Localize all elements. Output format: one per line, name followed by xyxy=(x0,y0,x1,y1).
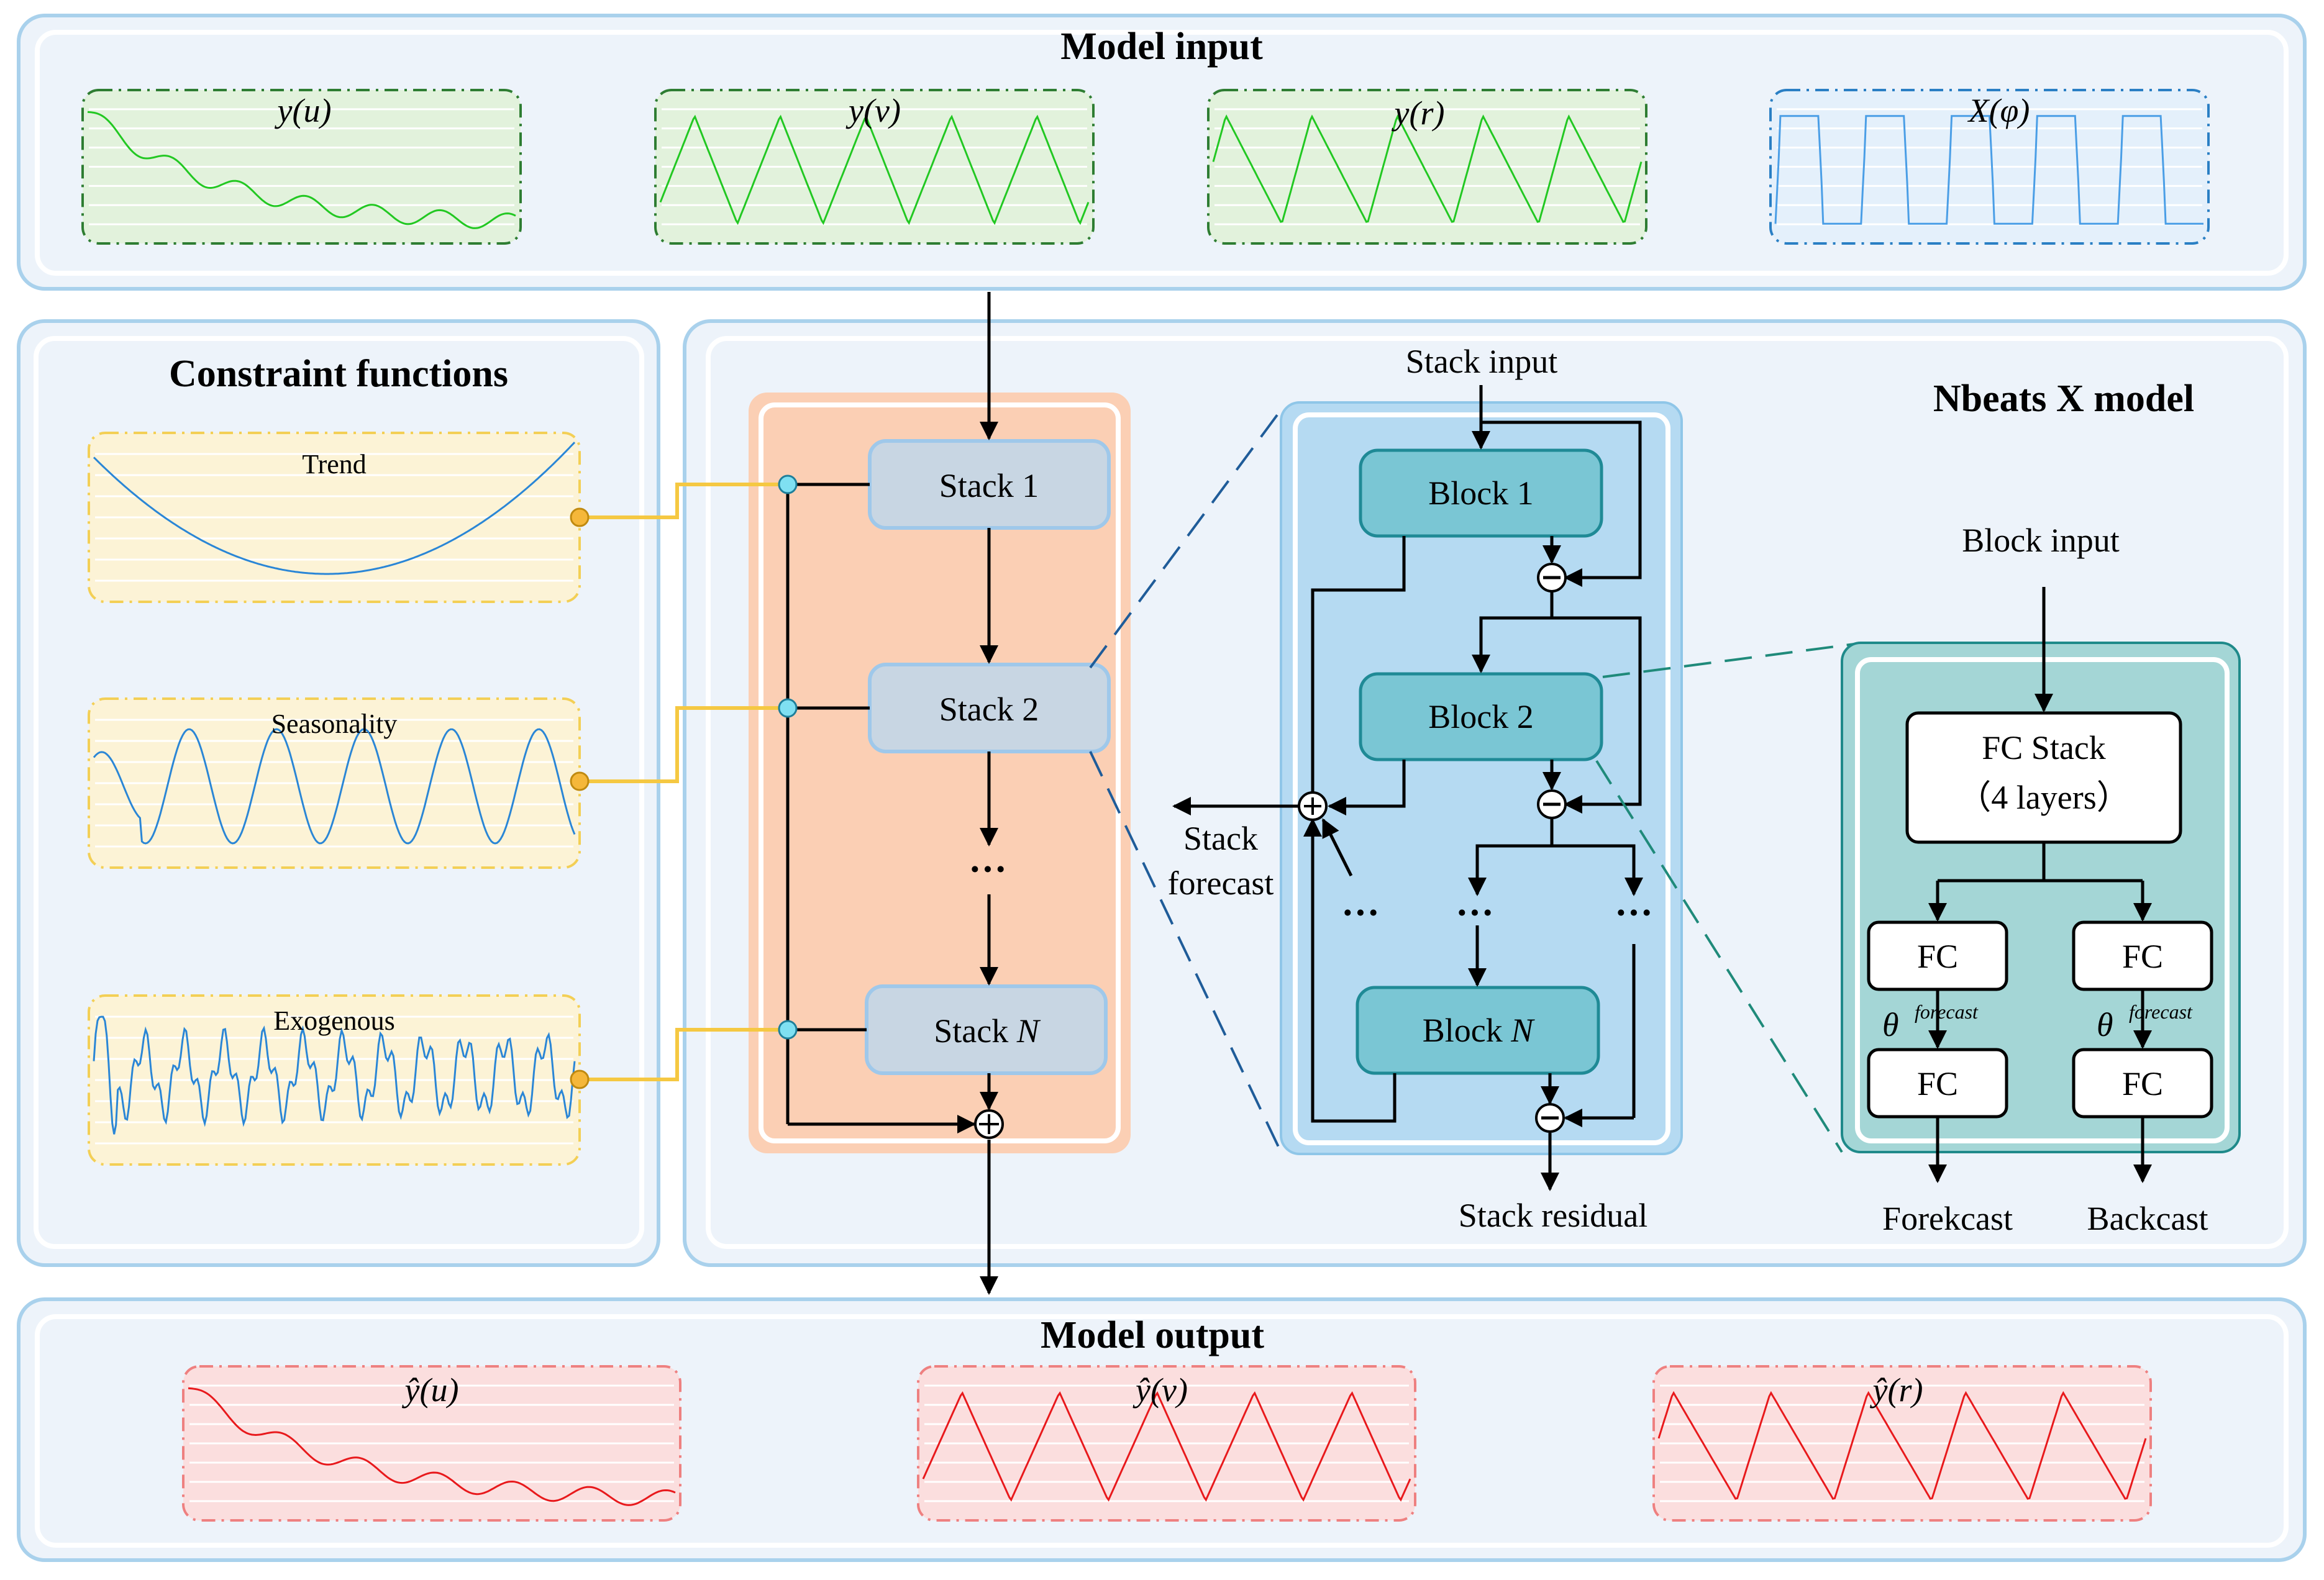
connector-nodes xyxy=(570,474,798,1089)
svg-text:θ: θ xyxy=(2097,1006,2113,1043)
fc-box-backcast-1[interactable]: FC xyxy=(2072,920,2213,991)
output-plot-yhat-v xyxy=(917,1365,1416,1522)
fc-box-backcast-2[interactable]: FC xyxy=(2072,1048,2213,1119)
stack-n-prefix: Stack xyxy=(934,1012,1016,1050)
plot-label-seasonality: Seasonality xyxy=(271,709,398,739)
svg-text:forecast: forecast xyxy=(2129,1001,2193,1023)
plot-label-yhat-r: ŷ(r) xyxy=(1870,1371,1923,1409)
plot-signal-line xyxy=(659,114,1090,225)
block-n-suffix: N xyxy=(1510,1012,1535,1049)
svg-text:Block N: Block N xyxy=(1423,1012,1536,1049)
stack-2-prefix: Stack xyxy=(939,691,1022,728)
stack-flow-arrows xyxy=(786,292,998,1295)
svg-text:Block 2: Block 2 xyxy=(1428,698,1534,735)
stack-box-2[interactable]: Stack 2 xyxy=(868,663,1111,753)
plot-signal-line xyxy=(93,442,576,575)
block-ellipsis-right: ··· xyxy=(1615,892,1653,934)
fc-box-forecast-2[interactable]: FC xyxy=(1867,1048,2008,1119)
plot-label-trend: Trend xyxy=(302,449,367,479)
model-input-panel xyxy=(17,14,2307,291)
plot-label-yhat-v: ŷ(v) xyxy=(1132,1371,1188,1409)
model-input-title: Model input xyxy=(1060,25,1263,68)
svg-text:FC: FC xyxy=(1917,1065,1958,1102)
input-plot-yv xyxy=(654,89,1095,245)
stack-box-1[interactable]: Stack 1 xyxy=(868,439,1111,530)
constraint-connectors xyxy=(580,483,788,1081)
block-sum-node xyxy=(1298,791,1328,821)
plot-signal-line xyxy=(922,1391,1411,1502)
stack-forecast-line1: Stack xyxy=(1183,820,1258,857)
svg-text:FC: FC xyxy=(1917,938,1958,975)
plot-signal-line xyxy=(1774,115,2203,225)
block-1-prefix: Block xyxy=(1428,474,1517,512)
stack-area xyxy=(749,393,1131,1153)
plot-signal-line xyxy=(87,111,516,229)
fc-stack-box[interactable]: FC Stack （4 layers） xyxy=(1905,711,2182,844)
svg-text:FC: FC xyxy=(2122,1065,2163,1102)
block-ellipsis-mid: ··· xyxy=(1456,892,1494,934)
block-ellipsis-left: ··· xyxy=(1341,892,1380,934)
svg-text:θ: θ xyxy=(1882,1006,1899,1043)
stack-box-n[interactable]: Stack N xyxy=(865,984,1108,1075)
block-2-prefix: Block xyxy=(1428,698,1517,735)
svg-text:Stack N: Stack N xyxy=(934,1012,1041,1050)
stack-n-suffix: N xyxy=(1016,1012,1041,1050)
stack-sum-node xyxy=(974,1109,1004,1139)
plot-signal-line xyxy=(1212,114,1643,223)
plot-signal-line xyxy=(93,1015,576,1135)
zoom-lines-stack xyxy=(1089,409,1282,1153)
plot-label-xphi: X(φ) xyxy=(1967,92,2030,129)
block-input-label: Block input xyxy=(1962,522,2120,559)
block-box-n[interactable]: Block N xyxy=(1356,986,1600,1075)
plot-label-yhat-u: ŷ(u) xyxy=(402,1371,459,1409)
block-flow-arrows xyxy=(1172,385,1643,1191)
svg-text:Stack 2: Stack 2 xyxy=(939,691,1039,728)
stack-input-label: Stack input xyxy=(1406,343,1557,380)
plot-label-yu: y(u) xyxy=(275,92,332,129)
fc-flow-arrows xyxy=(1928,587,2152,1183)
model-output-title: Model output xyxy=(1041,1314,1264,1356)
plot-signal-line xyxy=(93,728,576,845)
input-plot-yu xyxy=(81,89,522,245)
block-box-2[interactable]: Block 2 xyxy=(1359,672,1603,761)
zoom-lines-block xyxy=(1595,642,1864,1153)
plot-label-exogenous: Exogenous xyxy=(273,1006,395,1036)
stack-ellipsis: ··· xyxy=(968,848,1007,891)
input-plot-yr xyxy=(1207,89,1647,245)
block-2-suffix: 2 xyxy=(1517,698,1534,735)
block-1-suffix: 1 xyxy=(1517,474,1534,512)
fc-box-forecast-1[interactable]: FC xyxy=(1867,920,2008,991)
theta-forecast-right: θ forecast xyxy=(2097,1001,2193,1043)
svg-text:Block 1: Block 1 xyxy=(1428,474,1534,512)
theta-forecast-left: θ forecast xyxy=(1882,1001,1979,1043)
block-n-prefix: Block xyxy=(1423,1012,1511,1049)
fc-stack-line2: （4 layers） xyxy=(1957,779,2130,816)
forecast-label: Forekcast xyxy=(1882,1200,2013,1237)
nbeats-model-title: Nbeats X model xyxy=(1933,378,2194,420)
svg-text:FC: FC xyxy=(2122,938,2163,975)
block-box-1[interactable]: Block 1 xyxy=(1359,448,1603,538)
fc-stack-line1: FC Stack xyxy=(1982,729,2106,766)
stack-2-suffix: 2 xyxy=(1022,691,1039,728)
stack-1-suffix: 1 xyxy=(1022,467,1039,504)
plot-label-yv: y(v) xyxy=(845,92,901,129)
input-plot-xphi xyxy=(1769,89,2210,245)
svg-text:forecast: forecast xyxy=(1915,1001,1979,1023)
output-plot-yhat-r xyxy=(1652,1365,2152,1522)
plot-signal-line xyxy=(188,1387,676,1506)
plot-signal-line xyxy=(1657,1391,2147,1500)
stack-forecast-line2: forecast xyxy=(1168,865,1274,902)
plot-label-yr: y(r) xyxy=(1392,94,1445,132)
block-minus-nodes xyxy=(1535,563,1567,1133)
backcast-label: Backcast xyxy=(2087,1200,2208,1237)
stack-1-prefix: Stack xyxy=(939,467,1022,504)
svg-text:Stack 1: Stack 1 xyxy=(939,467,1039,504)
constraint-functions-title: Constraint functions xyxy=(169,353,508,395)
output-plot-yhat-u xyxy=(182,1365,681,1522)
constraint-plot-seasonality xyxy=(88,697,581,869)
stack-residual-label: Stack residual xyxy=(1459,1197,1647,1234)
